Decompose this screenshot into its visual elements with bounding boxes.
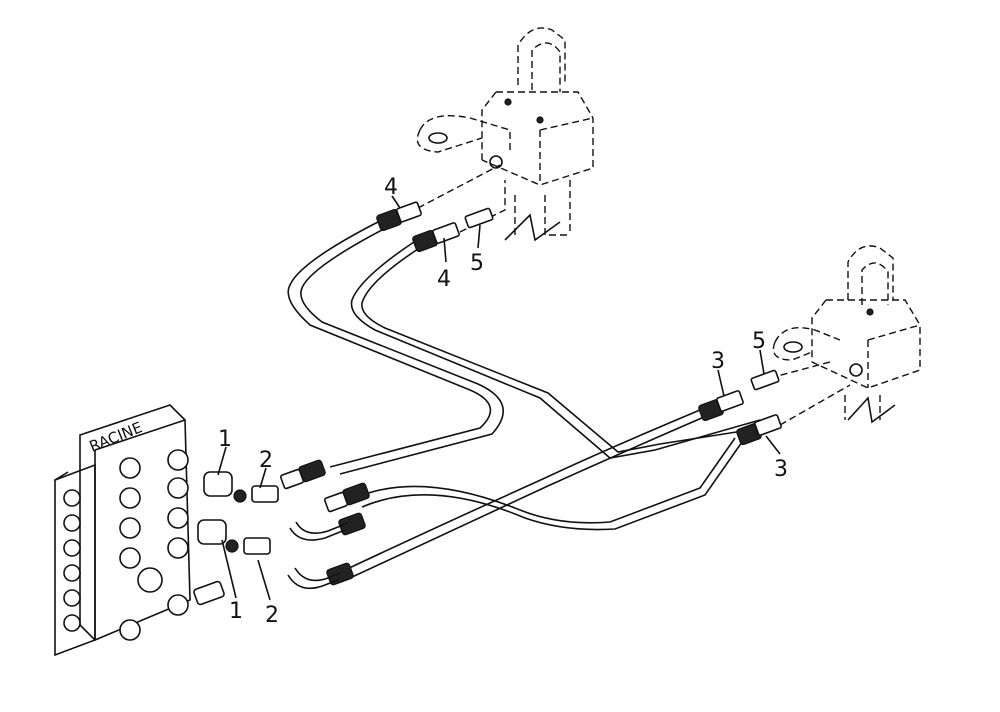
callouts: 1 1 2 2 3 3 4 4 5 5 xyxy=(218,175,788,628)
callout-3-lower: 3 xyxy=(774,457,788,482)
callout-2-upper: 2 xyxy=(259,448,273,473)
upper-bracket xyxy=(416,27,594,242)
lower-bracket xyxy=(772,245,921,424)
fittings xyxy=(197,201,782,590)
leader-lines xyxy=(217,195,781,601)
callout-4-lower: 4 xyxy=(437,267,451,292)
hoses xyxy=(287,164,851,579)
callout-3-upper: 3 xyxy=(711,349,725,374)
callout-1-lower: 1 xyxy=(229,599,243,624)
callout-4-upper: 4 xyxy=(384,175,398,200)
valve-ports xyxy=(63,449,189,641)
callout-1-upper: 1 xyxy=(218,427,232,452)
callout-2-lower: 2 xyxy=(265,603,279,628)
callout-5-upper: 5 xyxy=(470,251,484,276)
callout-5-lower: 5 xyxy=(752,329,766,354)
control-valve: RACINE xyxy=(54,404,225,657)
